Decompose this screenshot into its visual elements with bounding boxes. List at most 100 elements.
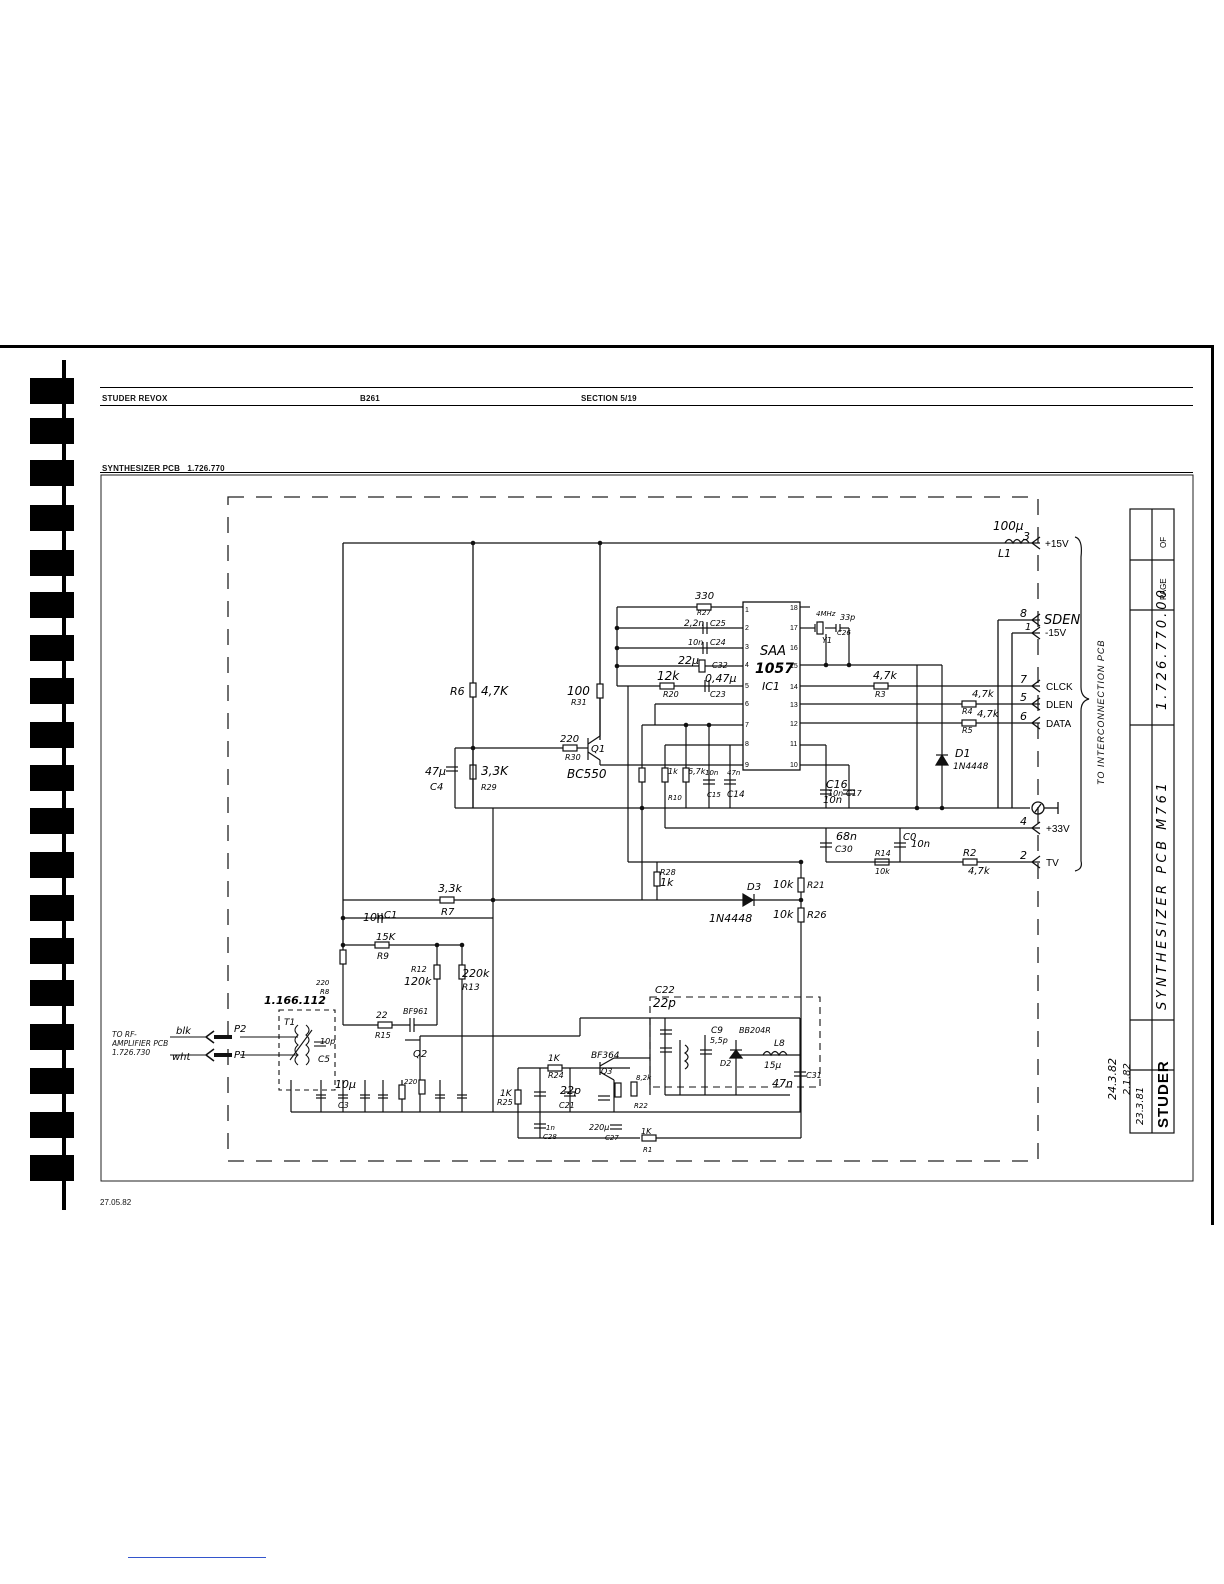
middle-wiring — [343, 862, 805, 1112]
pin-data-number: 6 — [1020, 710, 1027, 723]
r13-ref: R13 — [462, 983, 480, 993]
r25-value: 1K — [500, 1089, 513, 1099]
c15-ref: C15 — [707, 791, 721, 799]
ic1-pin-numbers: 1 2 3 4 5 6 7 8 9 18 17 16 15 14 13 12 1… — [745, 605, 798, 769]
binder-tab — [30, 505, 74, 531]
r11-value: 6,7k — [688, 767, 706, 776]
c1-ref: C1 — [384, 910, 397, 921]
header-rule-bottom — [100, 405, 1193, 406]
d1-diode — [934, 753, 950, 766]
power-rail-plus15v — [342, 538, 1030, 948]
c16-value: 10n — [823, 795, 842, 806]
r20-ref: R20 — [663, 690, 679, 699]
svg-text:4: 4 — [745, 662, 749, 669]
c26-ref: C26 — [837, 629, 851, 637]
r24-ref: R24 — [548, 1071, 564, 1080]
r30-ref: R30 — [565, 753, 581, 762]
title-block — [1129, 508, 1175, 1134]
pin-tv-number: 2 — [1020, 849, 1027, 862]
y1-ref: Y1 — [822, 636, 832, 645]
r1-value: 1K — [641, 1127, 652, 1136]
svg-text:16: 16 — [790, 645, 798, 652]
c3-ref: C3 — [338, 1101, 349, 1110]
title-block-number: 1.726.770.00 — [1155, 587, 1170, 710]
vco-components — [660, 1018, 806, 1112]
brand-logo: STUDER REVOX — [102, 394, 168, 403]
r21-value: 10k — [773, 878, 794, 891]
ic1-right-wiring — [800, 606, 978, 866]
r28-ref: R28 — [660, 868, 676, 877]
svg-text:8: 8 — [745, 741, 749, 748]
ic1-body — [742, 601, 801, 771]
binder-tab — [30, 765, 74, 791]
section-label: SECTION 5/19 — [581, 394, 637, 403]
r16-value: 220 — [404, 1078, 418, 1086]
r1-ref: R1 — [643, 1146, 652, 1154]
header-rule-top — [100, 387, 1193, 388]
binder-tab — [30, 1112, 74, 1138]
c27-ref: C27 — [605, 1134, 619, 1142]
rf-connectors — [170, 1030, 232, 1062]
binder-tab — [30, 1155, 74, 1181]
q3-ref: Q3 — [601, 1067, 612, 1076]
binder-tab — [30, 592, 74, 618]
c5-ref: C5 — [318, 1055, 330, 1065]
q2-type: BF961 — [403, 1007, 428, 1016]
binder-tab — [30, 1024, 74, 1050]
c4-value: 47µ — [425, 765, 446, 778]
c14-ref: C14 — [727, 790, 745, 800]
svg-text:12: 12 — [790, 721, 798, 728]
c0-value: 10n — [911, 839, 930, 850]
c23-ref: C23 — [710, 690, 726, 699]
binder-tab — [30, 378, 74, 404]
c32-value: 22µ — [678, 654, 699, 667]
svg-text:14: 14 — [790, 684, 798, 691]
vco-box — [649, 996, 821, 1088]
r10-value: 1k — [668, 767, 678, 776]
r9-ref: R9 — [377, 952, 389, 962]
r4-ref: R4 — [962, 707, 973, 716]
r3-value: 4,7k — [873, 669, 897, 682]
c21-ref: C21 — [559, 1101, 575, 1110]
connector-lines — [455, 536, 1059, 869]
r2-value: 4,7k — [968, 866, 991, 877]
svg-text:6: 6 — [745, 701, 749, 708]
footer-line — [128, 1557, 266, 1558]
r26-ref: R26 — [807, 910, 827, 921]
c25-ref: C25 — [710, 619, 726, 628]
r6-ref: R6 — [450, 685, 465, 698]
d2-varicap — [728, 1049, 744, 1059]
c17-ref: C17 — [846, 789, 863, 798]
c0-ref: C0 — [903, 832, 916, 843]
binder-tab — [30, 635, 74, 661]
title-block-title: SYNTHESIZER PCB M761 — [1155, 780, 1170, 1010]
ic1-ref: IC1 — [762, 680, 780, 693]
c22-ref: C22 — [655, 985, 675, 996]
title-block-of: OF — [1159, 537, 1168, 548]
pin-plus15v-label: +15V — [1045, 539, 1069, 550]
c30-ref: C30 — [835, 845, 853, 855]
d1-ref: D1 — [955, 747, 970, 760]
c30-value: 68n — [836, 830, 857, 843]
d1-type: 1N4448 — [953, 762, 989, 772]
binder-tab — [30, 550, 74, 576]
r20-value: 12k — [657, 669, 680, 683]
d3-type: 1N4448 — [709, 912, 752, 925]
pin-minus15v-label: -15V — [1045, 628, 1066, 639]
r12-ref: R12 — [411, 965, 427, 974]
lower-left-wiring — [290, 945, 801, 1113]
t1-ref: T1 — [284, 1018, 295, 1028]
l1-ref: L1 — [998, 547, 1011, 560]
c16-ref: C16 — [826, 778, 848, 791]
d2-ref: D2 — [720, 1059, 731, 1068]
c32-ref: C32 — [712, 661, 728, 670]
c28-ref: C28 — [543, 1133, 557, 1141]
c15-value: 10n — [705, 769, 718, 777]
r3-ref: R3 — [875, 690, 886, 699]
r29-value: 3,3K — [481, 764, 509, 778]
r15-ref: R15 — [375, 1031, 391, 1040]
pin-sden-label: SDEN — [1044, 613, 1080, 628]
title-block-page: PAGE — [1159, 578, 1168, 600]
q3-type: BF364 — [591, 1051, 620, 1061]
q2-ref: Q2 — [413, 1049, 427, 1060]
